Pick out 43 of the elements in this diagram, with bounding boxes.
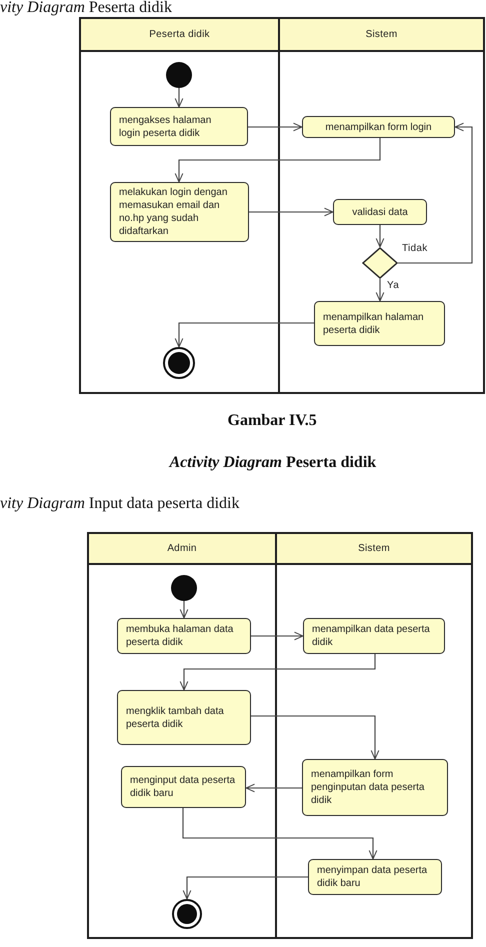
swimlane-header: Peserta didik <box>81 19 278 52</box>
end-node <box>163 347 195 379</box>
start-node <box>171 575 197 601</box>
section-heading: vity Diagram Peserta didik <box>0 0 172 15</box>
swimlane-header: Sistem <box>277 534 471 565</box>
activity-box: mengakses halaman login peserta didik <box>110 107 248 146</box>
flow-arrow <box>249 208 334 216</box>
swimlane <box>275 532 473 939</box>
activity-box: menampilkan halaman peserta didik <box>314 301 445 346</box>
activity-box: melakukan login dengan memasukan email dan no.hp yang sudah didaftarkan <box>110 182 249 242</box>
activity-box: validasi data <box>333 199 427 225</box>
flow-arrow <box>174 322 314 348</box>
figure-caption: Activity Diagram Peserta didik <box>170 454 376 472</box>
flow-arrow <box>174 138 381 182</box>
flow-arrow <box>251 715 380 760</box>
activity-box: membuka halaman data peserta didik <box>117 618 251 654</box>
flow-arrow <box>182 876 308 900</box>
activity-box: menginput data peserta didik baru <box>121 766 246 808</box>
flow-arrow <box>174 88 184 108</box>
activity-box: menampilkan form login <box>302 116 455 138</box>
flow-arrow <box>246 784 302 792</box>
end-node <box>172 899 202 929</box>
activity-box: menyimpan data peserta didik baru <box>308 859 442 895</box>
activity-box: menampilkan form penginputan data peserta didik <box>302 759 448 816</box>
activity-box: menampilkan data peserta didik <box>303 618 445 654</box>
swimlane-header: Sistem <box>280 19 483 52</box>
flow-arrow <box>180 654 376 690</box>
swimlane-header: Admin <box>89 534 275 565</box>
decision-diamond <box>362 247 398 279</box>
section-heading: vity Diagram Input data peserta didik <box>0 495 240 513</box>
activity-box: mengklik tambah data peserta didik <box>117 690 251 745</box>
swimlane <box>278 17 485 394</box>
swimlane <box>87 532 277 939</box>
flow-arrow <box>180 601 188 618</box>
flow-arrow <box>182 808 378 860</box>
flow-arrow <box>251 632 304 640</box>
start-node <box>166 62 192 88</box>
flow-arrow <box>398 122 473 264</box>
flow-arrow <box>248 122 302 132</box>
flow-arrow <box>376 279 384 302</box>
swimlane <box>79 17 280 394</box>
flow-arrow <box>376 225 384 248</box>
figure-number: Gambar IV.5 <box>228 412 317 430</box>
